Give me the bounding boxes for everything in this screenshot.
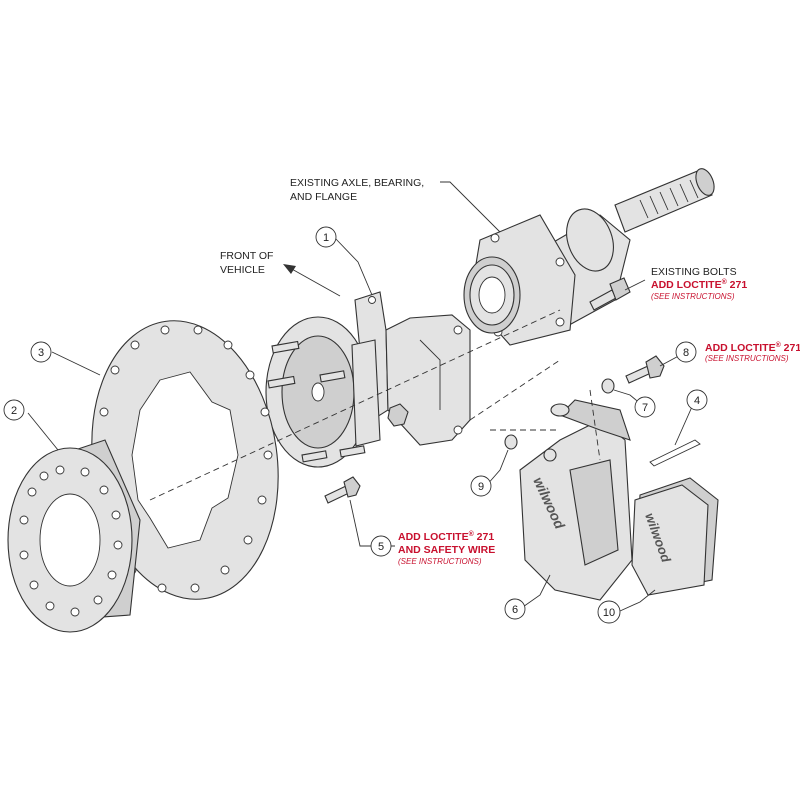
callout-9-number: 9 bbox=[478, 481, 484, 493]
bracket-washer bbox=[504, 434, 518, 450]
callout-1: 1 bbox=[315, 226, 337, 248]
drum-spacer bbox=[7, 439, 141, 633]
see-instructions-bolts: (SEE INSTRUCTIONS) bbox=[651, 292, 735, 301]
callout-7: 7 bbox=[634, 396, 656, 418]
caliper-bolt bbox=[625, 355, 665, 384]
existing-axle-assembly bbox=[463, 168, 715, 346]
rotor-hat bbox=[265, 316, 381, 468]
callout-1-number: 1 bbox=[323, 232, 329, 244]
existing-axle-label-line1: EXISTING AXLE, BEARING, bbox=[290, 177, 424, 189]
loctite-label-caliper: ADD LOCTITE® 271 bbox=[705, 341, 800, 354]
callout-10-number: 10 bbox=[603, 607, 615, 619]
callout-4: 4 bbox=[686, 389, 708, 411]
brake-pads: wilwood bbox=[631, 477, 719, 596]
callout-10: 10 bbox=[597, 600, 621, 624]
see-instructions-rotor: (SEE INSTRUCTIONS) bbox=[398, 557, 482, 566]
callout-2-number: 2 bbox=[11, 405, 17, 417]
existing-bolts-label: EXISTING BOLTS bbox=[651, 266, 737, 278]
callout-9: 9 bbox=[470, 475, 492, 497]
callout-4-number: 4 bbox=[694, 395, 700, 407]
callout-5: 5 bbox=[370, 535, 392, 557]
front-of-vehicle-label-line1: FRONT OF bbox=[220, 250, 273, 262]
callout-3: 3 bbox=[30, 341, 52, 363]
safety-wire-label: AND SAFETY WIRE bbox=[398, 544, 495, 556]
existing-axle-label-line2: AND FLANGE bbox=[290, 191, 357, 203]
brake-caliper: wilwood bbox=[519, 399, 633, 601]
callout-8: 8 bbox=[675, 341, 697, 363]
callout-5-number: 5 bbox=[378, 541, 384, 553]
existing-bolt bbox=[589, 277, 631, 311]
caliper-washer bbox=[601, 378, 615, 394]
loctite-label-rotor: ADD LOCTITE® 271 bbox=[398, 530, 494, 543]
callout-2: 2 bbox=[3, 399, 25, 421]
callout-6: 6 bbox=[504, 598, 526, 620]
callout-3-number: 3 bbox=[38, 347, 44, 359]
front-of-vehicle-arrow bbox=[283, 264, 341, 297]
see-instructions-caliper: (SEE INSTRUCTIONS) bbox=[705, 354, 789, 363]
callout-8-number: 8 bbox=[683, 347, 689, 359]
cotter-pin bbox=[649, 439, 701, 467]
assembly-centerlines bbox=[149, 309, 601, 501]
front-of-vehicle-label-line2: VEHICLE bbox=[220, 264, 265, 276]
loctite-label-bolts: ADD LOCTITE® 271 bbox=[651, 278, 747, 291]
rotor-bolt bbox=[324, 476, 361, 504]
callout-6-number: 6 bbox=[512, 604, 518, 616]
callout-7-number: 7 bbox=[642, 402, 648, 414]
mounting-bracket bbox=[354, 291, 471, 446]
